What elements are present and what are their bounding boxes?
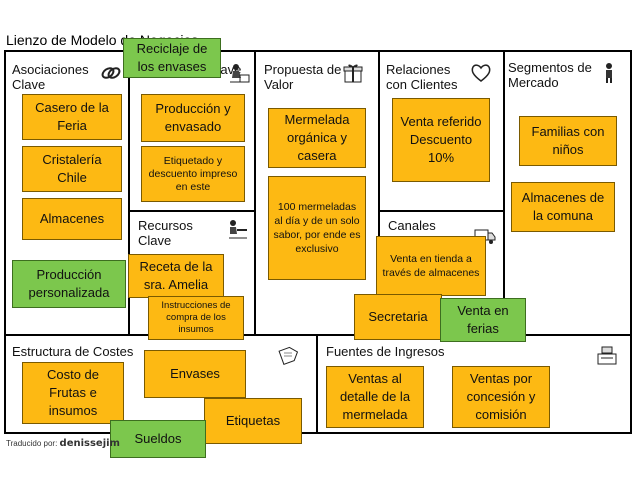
grid-divider	[378, 50, 380, 334]
grid-divider	[503, 50, 505, 334]
section-key-resources: Recursos Clave	[138, 218, 193, 248]
note-etiquetas: Etiquetas	[204, 398, 302, 444]
section-customer-relationships: Relaciones con Clientes	[386, 62, 458, 92]
note-mermelada: Mermelada orgánica y casera	[268, 108, 366, 168]
gift-box-icon	[342, 62, 364, 84]
factory-worker-icon	[228, 62, 250, 84]
note-ventas-concesion: Ventas por concesión y comisión	[452, 366, 550, 428]
section-customer-segments: Segmentos de Mercado	[508, 60, 592, 90]
note-instrucciones: Instrucciones de compra de los insumos	[148, 296, 244, 340]
credit-label: Traducido por:	[6, 439, 58, 448]
note-venta-referido: Venta referido Descuento 10%	[392, 98, 490, 182]
section-value-proposition: Propuesta de Valor	[264, 62, 342, 92]
note-costo-frutas: Costo de Frutas e insumos	[22, 362, 124, 424]
worker-desk-icon	[226, 218, 248, 240]
note-venta-tienda: Venta en tienda a través de almacenes	[376, 236, 486, 296]
grid-divider	[128, 50, 130, 334]
cash-register-icon	[596, 344, 618, 366]
grid-divider	[4, 334, 632, 336]
translation-credit: Traducido por: denissejim	[6, 438, 120, 449]
heart-icon	[470, 62, 492, 84]
business-model-canvas	[4, 50, 632, 434]
note-etiquetado: Etiquetado y descuento impreso en este	[141, 146, 245, 202]
chain-links-icon	[100, 62, 122, 84]
note-secretaria: Secretaria	[354, 294, 442, 340]
note-envases: Envases	[144, 350, 246, 398]
section-revenue-streams: Fuentes de Ingresos	[326, 344, 445, 359]
note-almacenes: Almacenes	[22, 198, 122, 240]
credit-author: denissejim	[59, 438, 120, 449]
note-ventas-detalle: Ventas al detalle de la mermelada	[326, 366, 424, 428]
section-channels: Canales	[388, 218, 436, 233]
note-receta: Receta de la sra. Amelia	[128, 254, 224, 298]
note-cien-mermeladas: 100 mermeladas al día y de un solo sabor…	[268, 176, 366, 280]
grid-divider	[128, 210, 254, 212]
price-tag-icon	[278, 344, 300, 366]
note-produccion-envasado: Producción y envasado	[141, 94, 245, 142]
note-almacenes-comuna: Almacenes de la comuna	[511, 182, 615, 232]
note-familias: Familias con niños	[519, 116, 617, 166]
person-icon	[598, 62, 620, 84]
note-reciclaje: Reciclaje de los envases	[123, 38, 221, 78]
note-cristaleria: Cristalería Chile	[22, 146, 122, 192]
grid-divider	[378, 210, 503, 212]
note-casero: Casero de la Feria	[22, 94, 122, 140]
section-cost-structure: Estructura de Costes	[12, 344, 134, 359]
grid-divider	[316, 334, 318, 434]
note-produccion-personalizada: Producción personalizada	[12, 260, 126, 308]
note-venta-ferias: Venta en ferias	[440, 298, 526, 342]
grid-divider	[254, 50, 256, 334]
section-key-partners: Asociaciones Clave	[12, 62, 89, 92]
note-sueldos: Sueldos	[110, 420, 206, 458]
